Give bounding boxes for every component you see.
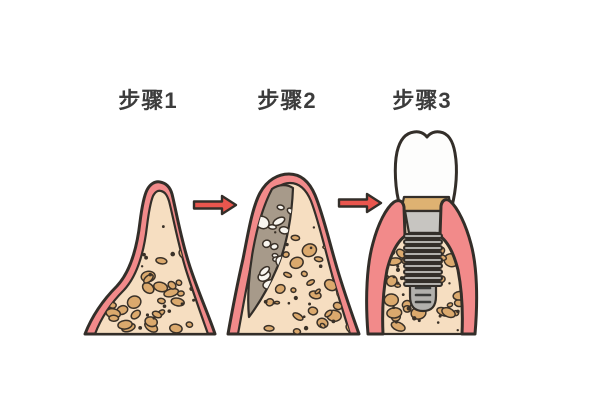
- step2-ridge-illustration: [226, 172, 361, 336]
- implant-screw: [403, 231, 443, 313]
- step3-gum-right: [438, 198, 479, 336]
- implant-screw-vents: [414, 286, 432, 304]
- step2-label: 步骤2: [257, 88, 317, 113]
- arrow-icon: [337, 192, 383, 214]
- step3-label: 步骤3: [392, 88, 452, 113]
- step3-implant-illustration: [365, 130, 479, 336]
- step3-gum-left: [365, 199, 407, 336]
- arrow-icon: [192, 194, 238, 216]
- step1-ridge-illustration: [83, 180, 217, 336]
- implant-crown: [393, 130, 458, 208]
- implant-screw-threads: [403, 233, 443, 287]
- step1-label: 步骤1: [118, 88, 178, 113]
